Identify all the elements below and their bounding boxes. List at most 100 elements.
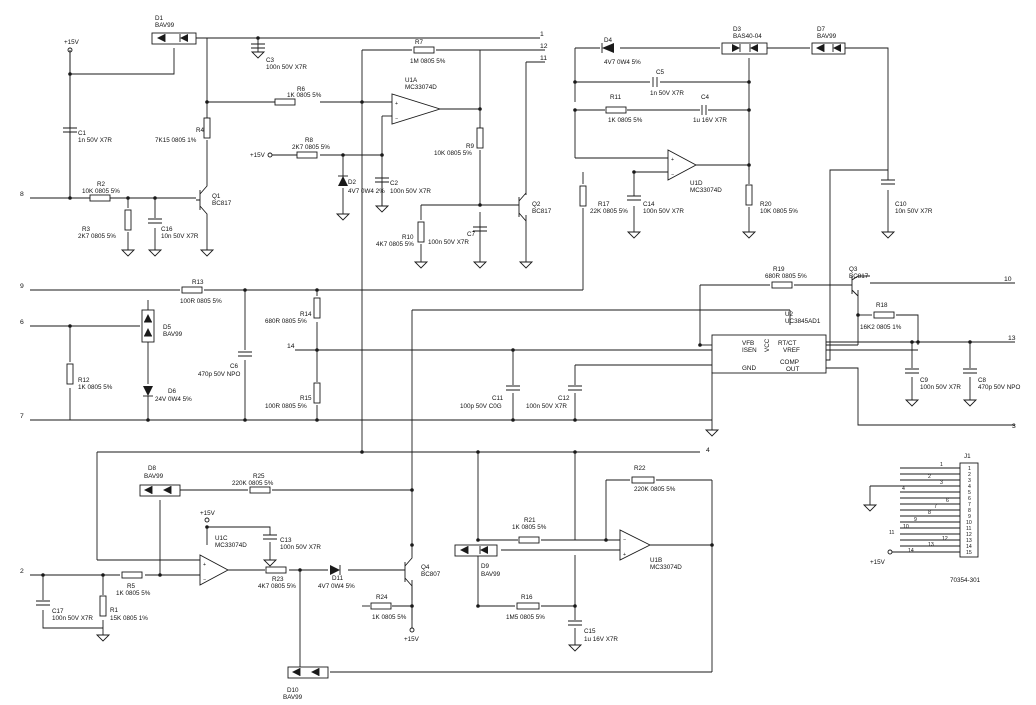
label-r25-val: 220K 0805 5% (232, 480, 274, 487)
r10-body (417, 221, 425, 243)
label-c13-val: 100n 50V X7R (280, 544, 321, 551)
svg-text:4: 4 (968, 484, 971, 490)
net-13: 13 (1008, 335, 1016, 342)
r15-body (313, 382, 321, 404)
svg-text:6: 6 (968, 496, 971, 502)
junctions (41, 36, 972, 608)
label-d10-ref: D10 (287, 687, 299, 694)
svg-text:12: 12 (966, 532, 972, 538)
label-r2-ref: R2 (97, 181, 106, 188)
label-d7-ref: D7 (817, 26, 826, 33)
label-r3-ref: R3 (82, 226, 91, 233)
label-u1c-ref: U1C (215, 535, 228, 542)
label-r9-ref: R9 (466, 143, 475, 150)
svg-text:−: − (623, 537, 626, 543)
svg-text:14: 14 (966, 544, 972, 550)
label-d7-val: BAV99 (817, 33, 837, 40)
r17-body (579, 185, 587, 207)
label-d4-ref: D4 (604, 37, 613, 44)
label-r6-ref: R6 (297, 86, 306, 93)
label-c10-val: 10n 50V X7R (895, 208, 933, 215)
d9-pack (454, 544, 498, 557)
label-r24-val: 1K 0805 5% (372, 614, 407, 621)
u2-pin-out: OUT (786, 366, 799, 373)
label-c11-val: 100p 50V C0G (460, 403, 502, 410)
r14-body (313, 297, 321, 319)
label-c10-ref: C10 (895, 201, 907, 208)
net-labels: 1 12 11 8 9 6 14 7 10 13 3 4 2 (20, 31, 1016, 575)
label-r15-val: 100R 0805 5% (265, 403, 307, 410)
label-c13-ref: C13 (280, 537, 292, 544)
label-u1c-val: MC33074D (215, 542, 247, 549)
u2-pin-vref: VREF (783, 347, 800, 354)
label-u1b-val: MC33074D (650, 564, 682, 571)
r24-body (370, 602, 392, 610)
label-r8-ref: R8 (305, 137, 314, 144)
r5-body (121, 571, 143, 579)
diode-packs (139, 32, 846, 679)
label-r19-val: 680R 0805 5% (765, 273, 807, 280)
label-u1a-val: MC33074D (405, 84, 437, 91)
label-c14-ref: C14 (643, 201, 655, 208)
net-12: 12 (540, 43, 548, 50)
net-10: 10 (1004, 276, 1012, 283)
r18-body (873, 311, 895, 319)
label-r19-ref: R19 (773, 266, 785, 273)
r13-body (181, 286, 203, 294)
svg-text:+: + (671, 157, 674, 163)
svg-text:5: 5 (968, 490, 971, 496)
svg-text:7: 7 (934, 504, 937, 510)
label-d2-ref: D2 (348, 179, 357, 186)
label-r11-val: 1K 0805 5% (608, 117, 643, 124)
transistors (196, 182, 870, 600)
net-3: 3 (1012, 423, 1016, 430)
svg-text:−: − (203, 577, 206, 583)
svg-text:10: 10 (966, 520, 972, 526)
d8-pack (139, 484, 181, 497)
label-c8-ref: C8 (978, 377, 987, 384)
label-d9-ref: D9 (481, 563, 490, 570)
label-r18-val: 16K2 0805 1% (860, 324, 902, 331)
net-11: 11 (540, 55, 547, 62)
label-c15-val: 1u 16V X7R (584, 636, 618, 643)
svg-text:2: 2 (968, 472, 971, 478)
label-u1d-ref: U1D (690, 180, 703, 187)
r3-body (124, 209, 132, 231)
label-d6-ref: D6 (168, 388, 177, 395)
u2-pin-isen: ISEN (742, 347, 757, 354)
supply-label-2: +15V (250, 152, 266, 159)
d3-pack (721, 42, 768, 55)
label-r17-val: 22K 0805 5% (590, 208, 628, 215)
label-r7-ref: R7 (415, 39, 424, 46)
label-q2-ref: Q2 (532, 201, 541, 208)
label-d9-val: BAV99 (481, 571, 501, 578)
supply-label-5: +15V (870, 559, 886, 566)
svg-text:8: 8 (968, 508, 971, 514)
r16-body (516, 602, 540, 610)
label-c5-ref: C5 (656, 69, 665, 76)
supply-label-1: +15V (64, 39, 80, 46)
label-r23-ref: R23 (272, 576, 284, 583)
label-r1-val: 15K 0805 1% (110, 615, 148, 622)
label-c4-ref: C4 (701, 94, 710, 101)
label-c2-val: 100n 50V X7R (390, 188, 431, 195)
label-c5-val: 1n 50V X7R (650, 90, 684, 97)
svg-text:−: − (395, 116, 398, 122)
label-d8-ref: D8 (148, 465, 157, 472)
opamps: +− +− −+ +− (199, 93, 697, 586)
label-r4-val: 7K15 0805 1% (155, 137, 197, 144)
svg-text:3: 3 (968, 478, 971, 484)
supply-label-3: +15V (200, 510, 216, 517)
label-d3-val: BAS40-04 (733, 33, 762, 40)
label-c17-ref: C17 (52, 608, 64, 615)
label-r16-ref: R16 (521, 594, 533, 601)
r7-body (413, 46, 435, 54)
r9-body (476, 127, 484, 149)
label-c2-ref: C2 (390, 180, 399, 187)
label-u2-ref: U2 (785, 311, 794, 318)
u2-pin-comp: COMP (780, 359, 799, 366)
label-d2-val: 4V7 0W4 2% (348, 188, 385, 195)
label-c7-val: 100n 50V X7R (428, 239, 469, 246)
net-4: 4 (706, 447, 710, 454)
